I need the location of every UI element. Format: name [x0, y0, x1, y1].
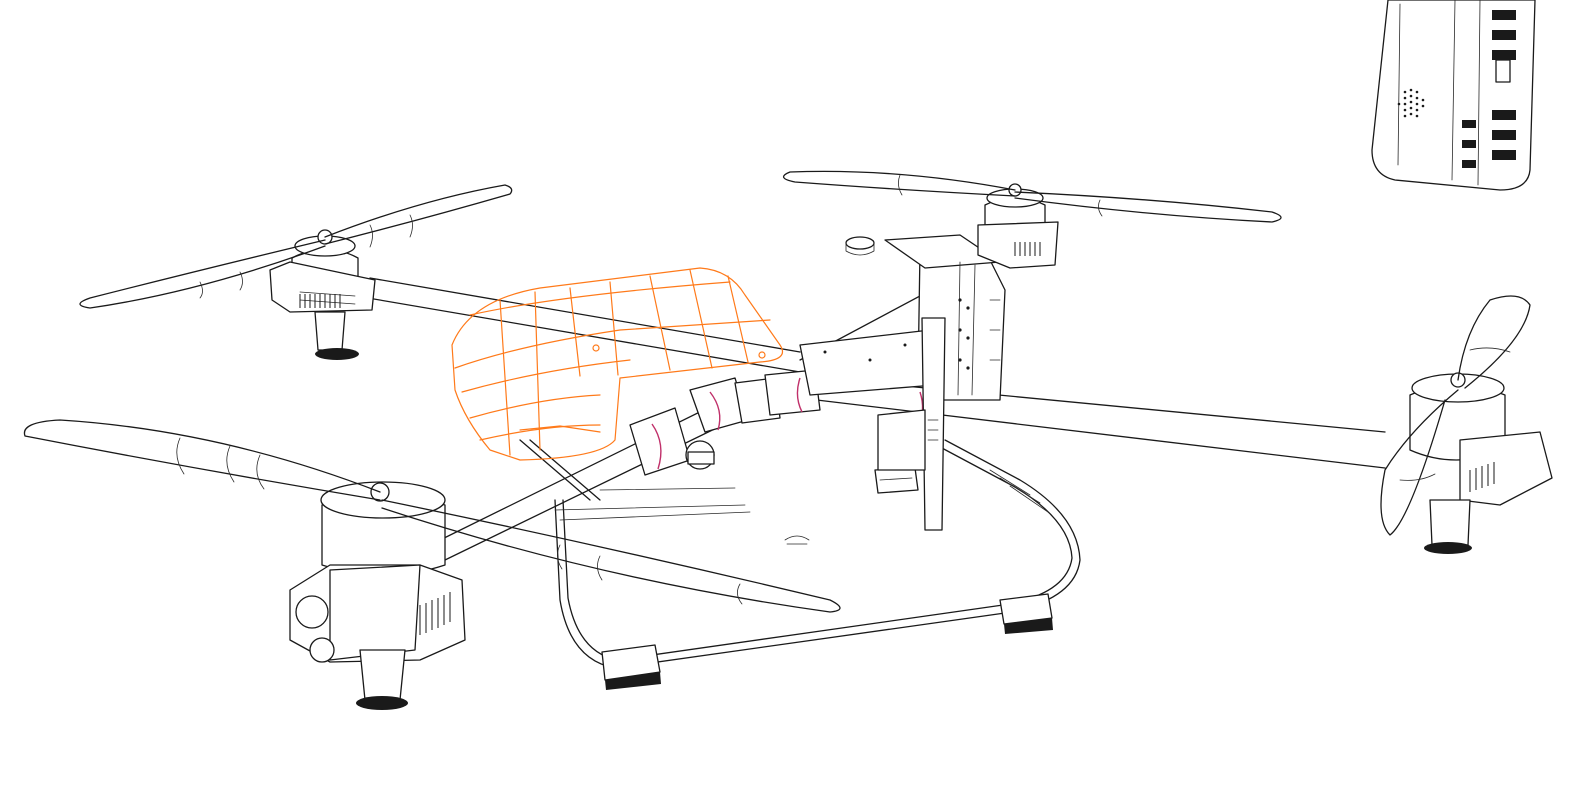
propeller-rear-right[interactable]: [783, 170, 1282, 223]
frame-side-plate: [799, 329, 936, 396]
propeller-front-left[interactable]: [23, 419, 841, 613]
skid-clamp-left: [601, 644, 661, 690]
motor-front-right[interactable]: [1409, 372, 1553, 554]
selected-top-shell-wireframe[interactable]: [451, 267, 784, 461]
motor-front-left[interactable]: [289, 481, 466, 710]
gps-knob[interactable]: [845, 236, 875, 256]
lower-bracket: [874, 409, 926, 494]
landing-gear[interactable]: [519, 439, 1081, 690]
speaker-grille: [1397, 88, 1425, 118]
payload-plate[interactable]: [554, 487, 810, 545]
arm-rear-left[interactable]: [367, 277, 801, 373]
motor-rear-left[interactable]: [269, 229, 376, 360]
remote-controller[interactable]: [1371, 0, 1536, 191]
arm-joints[interactable]: [629, 369, 944, 476]
skid-clamp-right: [999, 593, 1053, 634]
battery-pack[interactable]: [884, 234, 1006, 401]
motor-rear-right[interactable]: [977, 183, 1059, 269]
propeller-rear-left[interactable]: [79, 184, 513, 309]
propeller-front-right[interactable]: [1380, 295, 1531, 536]
